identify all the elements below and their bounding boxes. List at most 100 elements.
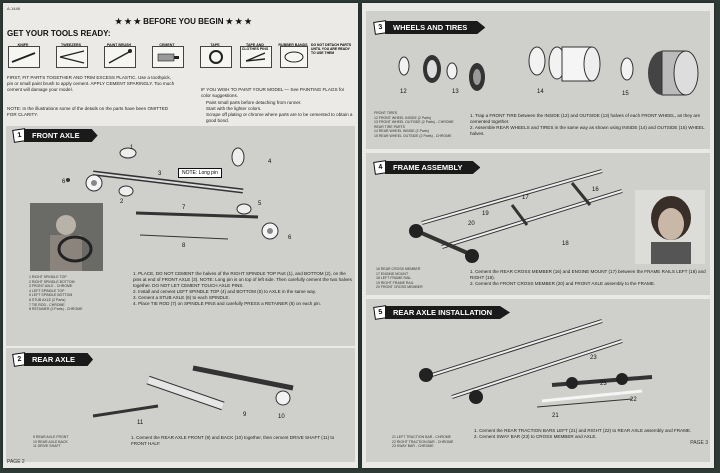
section-3-part-list: FRONT TIRES 12 FRONT WHEEL INSIDE (2 Par… [374, 111, 454, 139]
svg-text:19: 19 [482, 211, 489, 217]
svg-text:23: 23 [600, 381, 607, 387]
instruction-step: 1. Trap a FRONT TIRE between the INSIDE … [470, 113, 701, 124]
instruction-step: 2. Cement SWAY BAR (23) to CROSS MEMBER … [474, 434, 597, 439]
section-title: FRAME ASSEMBLY [385, 161, 481, 174]
part-item: 10 REAR AXLE BACK [33, 439, 68, 444]
section-2-part-list: 9 REAR AXLE FRONT 10 REAR AXLE BACK 11 D… [33, 435, 68, 449]
do-not-detach-note: DO NOT DETACH PARTS UNTIL YOU ARE READY … [311, 43, 352, 55]
paint-title: IF YOU WISH TO PAINT YOUR MODEL — See PA… [201, 87, 345, 98]
part-item: 14 REAR WHEEL INSIDE (2 Parts) [374, 129, 429, 134]
instruction-step: 2. Cement the FRONT CROSS MEMBER (20) an… [470, 281, 656, 286]
tool-label: PAINT BRUSH [106, 43, 132, 47]
clothes-pin-icon [240, 46, 272, 68]
part-item: 4 LEFT SPINDLE TOP [29, 288, 65, 293]
part-item: FRONT TIRES [374, 111, 398, 115]
tool-label: TAPE [210, 43, 220, 47]
part-item: 19 RIGHT FRAME RAIL [376, 280, 414, 285]
front-axle-diagram: 3 1 2 4 5 6 6 7 8 [62, 145, 292, 249]
part-item: 16 REAR CROSS MEMBER [376, 267, 421, 271]
page-number: PAGE 2 [7, 459, 25, 465]
svg-text:7: 7 [182, 205, 186, 211]
part-item: 2 RIGHT SPINDLE BOTTOM [29, 279, 75, 284]
part-item: 9 REAR AXLE FRONT [33, 435, 69, 439]
part-item: REAR TIRE PARTS [374, 124, 405, 129]
svg-text:9: 9 [243, 412, 247, 418]
tool-label: RUBBER BANDS [278, 43, 308, 47]
part-item: 23 SWAY BAR - CHROME [392, 444, 434, 449]
svg-text:20: 20 [468, 221, 475, 227]
instruction-step: 1. PLACE, DO NOT CEMENT the halves of th… [133, 271, 352, 288]
section-2-instructions: 1. Cement the REAR AXLE FRONT (9) and BA… [131, 435, 335, 446]
right-page: 3 WHEELS AND TIRES 12 13 14 15 FRONT TIR… [362, 3, 714, 468]
section-5-banner: 5 REAR AXLE INSTALLATION [373, 305, 511, 320]
svg-text:12: 12 [400, 89, 407, 95]
instruction-step: 4. Place TIE ROD (7) on SPINDLE PINS and… [133, 301, 321, 306]
intro-text: FIRST, FIT PARTS TOGETHER AND TRIM EXCES… [7, 75, 175, 92]
svg-text:5: 5 [258, 201, 262, 207]
part-item: 5 LEFT SPINDLE BOTTOM [29, 293, 73, 298]
tool-label: TAPE AND CLOTHES PINS [241, 43, 269, 51]
paint-tip-1: Paint small parts before detaching from … [206, 100, 302, 105]
svg-text:14: 14 [537, 89, 544, 95]
svg-text:6: 6 [288, 235, 292, 241]
svg-text:18: 18 [562, 241, 569, 247]
section-title: WHEELS AND TIRES [385, 21, 486, 34]
section-5-part-list: 21 LEFT TRACTION BAR - CHROME 22 RIGHT T… [392, 435, 453, 449]
before-you-begin-title: ★ ★ ★ BEFORE YOU BEGIN ★ ★ ★ [115, 17, 252, 26]
section-5-instructions: 1. Cement the REAR TRACTION BARS LEFT (2… [474, 428, 706, 440]
section-title: FRONT AXLE [24, 129, 98, 142]
part-item: 1 RIGHT SPINDLE TOP [29, 275, 67, 279]
section-4-instructions: 1. Cement the REAR CROSS MEMBER (16) and… [470, 269, 706, 287]
rear-axle-install-diagram: 23 23 21 22 [419, 319, 653, 419]
part-item: 8 RETAINER (2 Parts) - CHROME [29, 307, 83, 312]
paint-tip-2: Start with the lighter colors. [206, 106, 262, 111]
instruction-step: 1. Cement the REAR TRACTION BARS LEFT (2… [474, 428, 692, 433]
rear-axle-panel [6, 348, 355, 462]
svg-text:1: 1 [130, 145, 134, 151]
svg-text:4: 4 [268, 159, 272, 165]
section-1-banner: 1 FRONT AXLE [12, 128, 98, 143]
svg-text:10: 10 [278, 414, 285, 420]
section-1-part-list: 1 RIGHT SPINDLE TOP 2 RIGHT SPINDLE BOTT… [29, 275, 109, 312]
tool-label: KNIFE [17, 43, 29, 47]
svg-text:8: 8 [182, 243, 186, 249]
left-page: A-1448 GET YOUR TOOLS READY: ★ ★ ★ BEFOR… [3, 3, 358, 468]
section-3-instructions: 1. Trap a FRONT TIRE between the INSIDE … [470, 113, 706, 137]
instruction-step: 2. Assemble REAR WHEELS and TIRES in the… [470, 125, 705, 136]
instruction-step: 2. Install and cement LEFT SPINDLE TOP (… [133, 289, 317, 294]
instruction-step: 3. Cement a STUB AXLE (6) to each SPINDL… [133, 295, 230, 300]
part-item: 17 ENGINE MOUNT [376, 271, 409, 276]
svg-text:15: 15 [622, 91, 629, 97]
frame-diagram: 17 16 19 20 18 [409, 169, 623, 263]
knife-icon [8, 46, 40, 68]
section-title: REAR AXLE [24, 353, 94, 366]
tape-icon [200, 46, 232, 68]
part-item: 15 REAR WHEEL OUTSIDE (2 Parts) - CHROME [374, 133, 452, 138]
section-title: REAR AXLE INSTALLATION [385, 306, 511, 319]
svg-text:16: 16 [592, 187, 599, 193]
part-item: 3 FRONT AXLE - CHROME [29, 284, 73, 289]
rear-axle-diagram: 11 9 10 [92, 365, 294, 426]
wheels-diagram: 12 13 14 15 [398, 46, 699, 97]
part-item: 7 TIE ROD - CHROME [29, 302, 65, 307]
section-1-instructions: 1. PLACE, DO NOT CEMENT the halves of th… [133, 271, 353, 307]
svg-text:17: 17 [522, 195, 529, 201]
part-item: 21 LEFT TRACTION BAR - CHROME [392, 435, 451, 439]
cement-tube-icon [152, 46, 184, 68]
page-code: A-1448 [7, 6, 20, 11]
builder-photo-left [30, 203, 103, 271]
intro-note: NOTE: In the illustrations some of the d… [7, 106, 169, 117]
part-item: 18 LEFT FRAME RAIL [376, 276, 412, 281]
tool-label: TWEEZERS [61, 43, 81, 47]
part-item: 20 FRONT CROSS MEMBER [376, 285, 423, 290]
svg-text:22: 22 [630, 397, 637, 403]
svg-text:3: 3 [158, 171, 162, 177]
page-number: PAGE 3 [690, 440, 708, 446]
part-item: 11 DRIVE SHAFT [33, 444, 61, 449]
tool-label: CEMENT [159, 43, 175, 47]
svg-text:21: 21 [552, 413, 559, 419]
section-2-banner: 2 REAR AXLE [12, 352, 94, 367]
section-4-banner: 4 FRAME ASSEMBLY [373, 160, 481, 175]
tweezers-icon [56, 46, 88, 68]
paint-tip-3: Scrape off plating or chrome where parts… [206, 112, 353, 123]
